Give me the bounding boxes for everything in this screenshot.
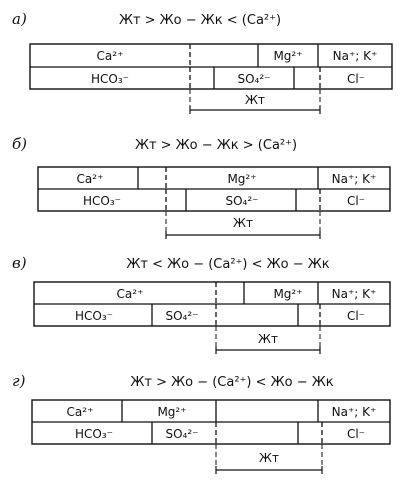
anion-label-so4: SO₄²⁻ [237,72,270,86]
cation-label-na_k: Na⁺; K⁺ [332,287,377,301]
anion-label-cl: Cl⁻ [347,194,365,208]
cation-label-na_k: Na⁺; K⁺ [333,49,378,63]
panel-letter: б) [12,135,27,153]
panel-letter: в) [12,254,27,272]
temporary-hardness-label: Жт [258,332,278,346]
cation-label-mg: Mg²⁺ [157,405,186,419]
cation-label-ca: Ca²⁺ [117,287,144,301]
panel-a: a) Жт > Жо − Жк < (Ca²⁺) Ca²⁺ Mg²⁺ Na⁺; K⁺ HC… [12,10,393,114]
panel-letter: a) [12,10,27,28]
hardness-formula: Жт < Жо − (Ca²⁺) < Жо − Жк [126,257,329,272]
anion-label-cl: Cl⁻ [347,72,365,86]
panel-b: б) Жт > Жо − Жк > (Ca²⁺) Ca²⁺ Mg²⁺ Na⁺; K⁺ HC… [12,135,391,239]
panel-g: г) Жт > Жо − (Ca²⁺) < Жо − Жк Ca²⁺ Mg²⁺ Na⁺;… [12,372,391,474]
anion-label-hco3: HCO₃⁻ [91,72,129,86]
cation-label-mg: Mg²⁺ [227,172,256,186]
anion-label-cl: Cl⁻ [347,427,365,441]
temporary-hardness-label: Жт [259,451,279,465]
cation-label-na_k: Na⁺; K⁺ [332,405,377,419]
cation-label-ca: Ca²⁺ [97,49,124,63]
panel-letter: г) [12,372,26,390]
anion-label-so4: SO₄²⁻ [165,427,198,441]
cation-label-ca: Ca²⁺ [77,172,104,186]
cation-label-na_k: Na⁺; K⁺ [332,172,377,186]
hardness-formula: Жт > Жо − Жк > (Ca²⁺) [135,138,297,153]
hardness-formula: Жт > Жо − (Ca²⁺) < Жо − Жк [130,375,333,390]
cation-label-mg: Mg²⁺ [273,49,302,63]
anion-label-cl: Cl⁻ [347,309,365,323]
anion-label-hco3: HCO₃⁻ [75,427,113,441]
anion-label-so4: SO₄²⁻ [225,194,258,208]
cation-label-ca: Ca²⁺ [67,405,94,419]
panel-v: в) Жт < Жо − (Ca²⁺) < Жо − Жк Ca²⁺ Mg²⁺ Na⁺;… [12,254,391,354]
temporary-hardness-label: Жт [245,93,265,107]
cation-label-mg: Mg²⁺ [273,287,302,301]
hardness-formula: Жт > Жо − Жк < (Ca²⁺) [119,13,281,28]
anion-label-so4: SO₄²⁻ [165,309,198,323]
anion-label-hco3: HCO₃⁻ [83,194,121,208]
temporary-hardness-label: Жт [233,216,253,230]
anion-label-hco3: HCO₃⁻ [75,309,113,323]
